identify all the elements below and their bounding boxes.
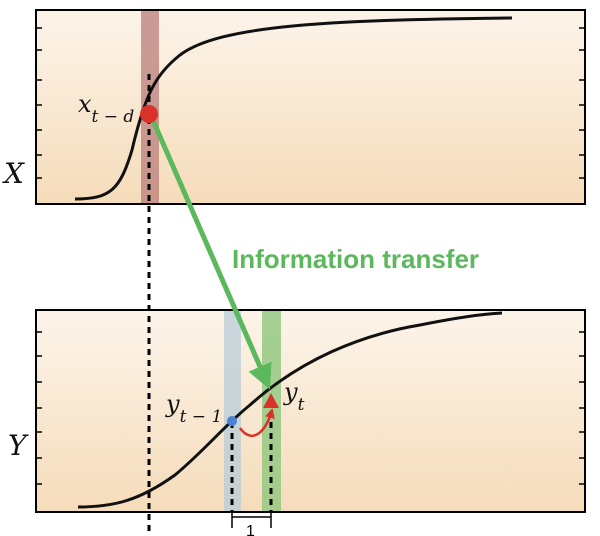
panel-x-frame: [35, 9, 586, 205]
y-prev-label: yt − 1: [165, 390, 222, 427]
y-prev-point: [227, 416, 237, 426]
x-axis-label: X: [2, 157, 25, 190]
y-axis-label: Y: [8, 429, 29, 462]
y-current-point: [263, 393, 279, 408]
x-signal-curve: [74, 16, 513, 201]
lag-label: 1: [246, 523, 255, 536]
information-transfer-arrow: [149, 117, 272, 390]
panel-x: X: [2, 9, 586, 205]
panel-x-ticks: [36, 27, 585, 179]
time-guides: [147, 74, 273, 536]
y-signal-curve: [77, 311, 503, 509]
x-past-point: [140, 105, 158, 123]
panel-y-ticks: [36, 331, 585, 485]
information-transfer-label: Information transfer: [232, 244, 479, 274]
previous-step-band: [224, 311, 241, 511]
self-history-arrow: [238, 408, 275, 437]
x-past-label: xt − d: [78, 90, 134, 127]
panel-y: Y: [8, 309, 586, 513]
panel-y-frame: [35, 309, 586, 513]
lag-bracket: [231, 511, 272, 528]
y-now-label: yt: [283, 378, 305, 415]
